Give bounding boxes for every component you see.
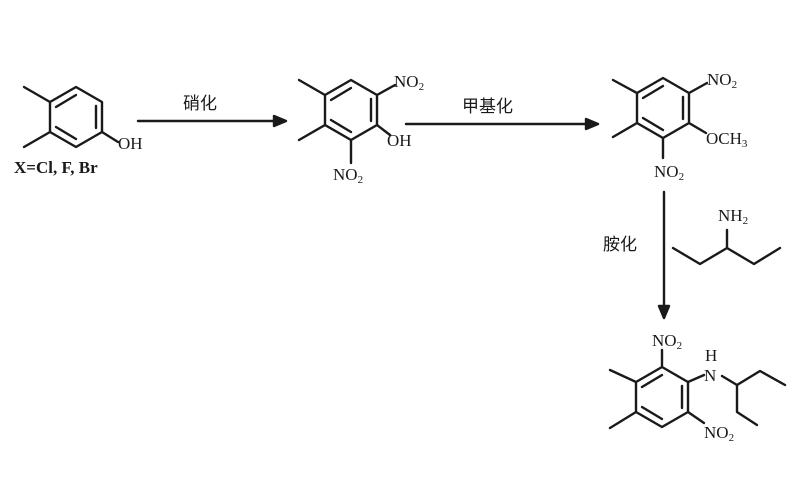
step-label-methylation: 甲基化 — [462, 97, 513, 117]
n-label-product: N — [704, 366, 717, 385]
arrow-amination — [657, 190, 671, 320]
dinitrophenol-ring — [297, 78, 397, 165]
nh2-label-amine: NH2 — [718, 206, 749, 227]
och3-label-anisole: OCH3 — [706, 129, 748, 150]
no2-label-bottom-product: NO2 — [704, 423, 735, 444]
step-label-nitration: 硝化 — [183, 94, 217, 114]
step-label-amination: 胺化 — [603, 235, 637, 255]
arrow-nitration — [136, 114, 288, 128]
starting-phenol-ring — [22, 85, 120, 149]
no2-label-bottom-dinitrophenol: NO2 — [333, 165, 364, 186]
no2-label-bottom-anisole: NO2 — [654, 162, 685, 183]
dinitroanisole-ring — [611, 76, 709, 160]
no2-label-top-anisole: NO2 — [707, 70, 738, 91]
pentylamine-skeleton — [671, 228, 782, 266]
oh-label-starting: OH — [118, 134, 143, 153]
product-ring — [608, 348, 787, 430]
oh-label-dinitrophenol: OH — [387, 131, 412, 150]
no2-label-top-dinitrophenol: NO2 — [394, 72, 425, 93]
substituent-note: X=Cl, F, Br — [14, 158, 98, 177]
no2-label-top-product: NO2 — [652, 331, 683, 352]
h-label-product: H — [705, 346, 718, 365]
arrow-methylation — [404, 117, 600, 131]
